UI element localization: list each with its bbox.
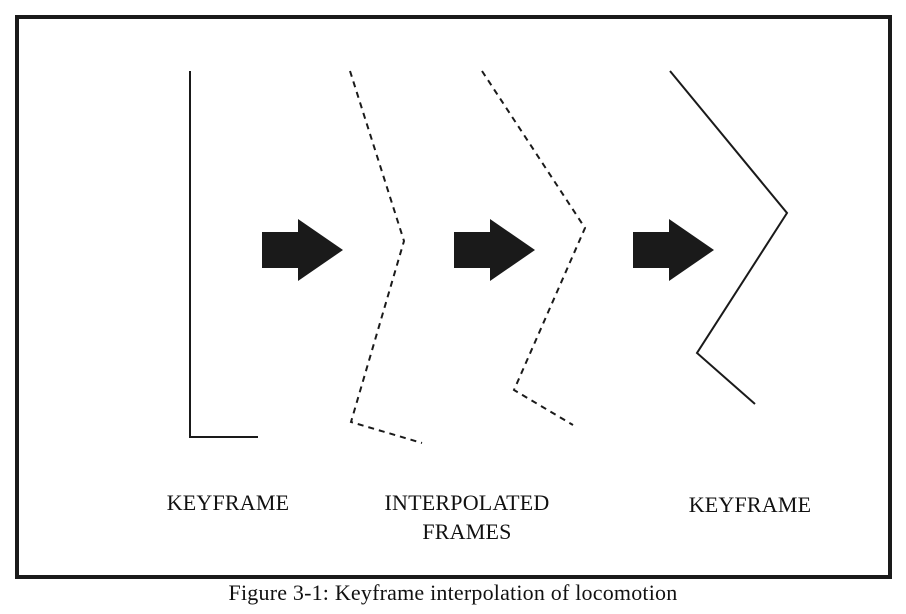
interpolated-frame-1 bbox=[349, 70, 423, 444]
interpolated-frames-label: INTERPOLATED FRAMES bbox=[350, 488, 584, 546]
figure-border bbox=[15, 15, 892, 579]
interpolated-label-line1: INTERPOLATED bbox=[384, 490, 550, 515]
arrow-icon-1 bbox=[262, 219, 343, 281]
arrow-icon-3 bbox=[633, 219, 714, 281]
keyframe-left-label: KEYFRAME bbox=[166, 490, 290, 515]
keyframe-right-leg bbox=[669, 70, 789, 405]
arrow-icon-2 bbox=[454, 219, 535, 281]
interpolated-frame-2 bbox=[481, 70, 587, 426]
interpolated-label-line2: FRAMES bbox=[422, 519, 512, 544]
keyframe-left-leg bbox=[189, 71, 258, 438]
figure-caption: Figure 3-1: Keyframe interpolation of lo… bbox=[228, 580, 678, 605]
keyframe-right-label: KEYFRAME bbox=[688, 492, 812, 517]
